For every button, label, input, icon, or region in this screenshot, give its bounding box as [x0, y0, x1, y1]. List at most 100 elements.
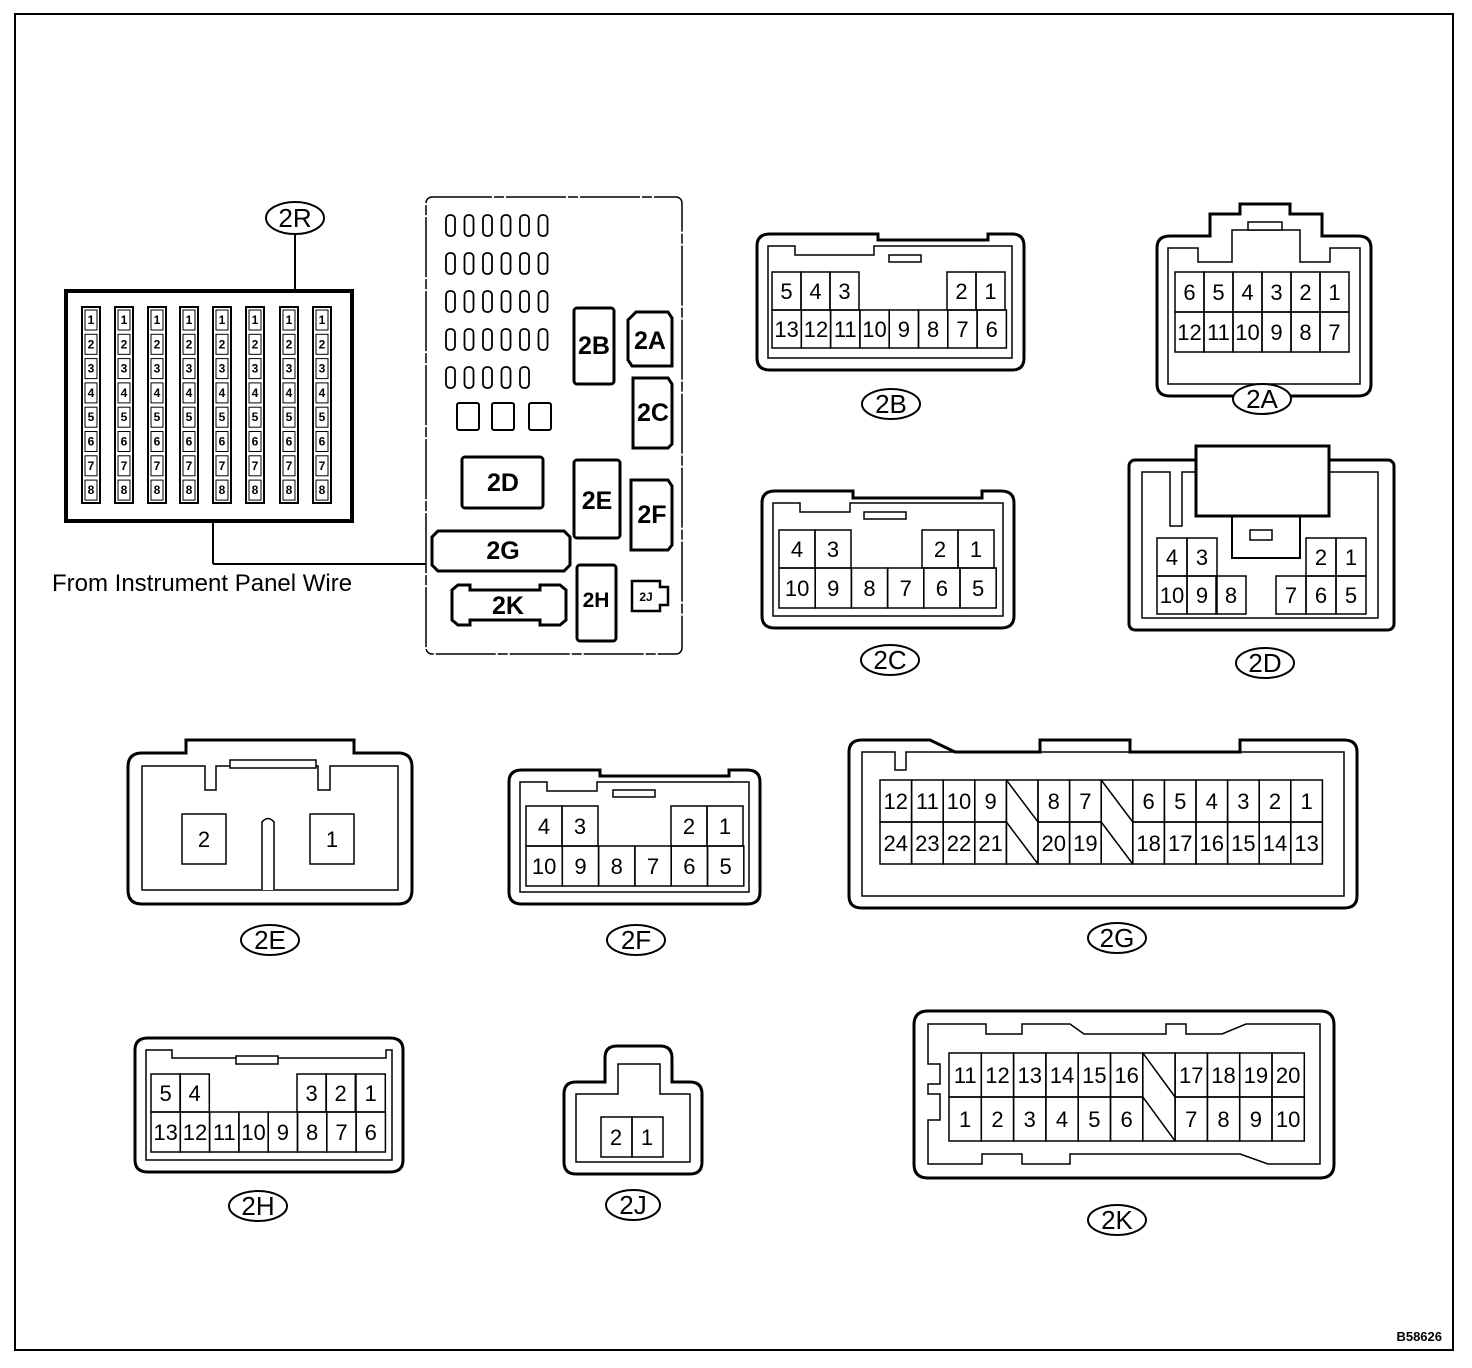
connector-2a-pin-label: 10: [1235, 320, 1259, 345]
connector-2g-label: 2G: [1100, 923, 1135, 953]
connector-2r-pin-label: 2: [219, 337, 226, 351]
connector-2e-latch: [229, 759, 317, 769]
connector-2r-pin: [182, 382, 196, 404]
connector-2r-body: [64, 289, 354, 523]
connector-2r-pin-label: 4: [319, 386, 326, 400]
caption-instrument-panel-wire: From Instrument Panel Wire: [52, 570, 352, 597]
connector-2r-pin: [282, 358, 296, 380]
connector-2r-column: [114, 306, 134, 504]
connector-2a-pin-label: 8: [1299, 320, 1311, 345]
connector-2f-pin-label: 2: [683, 814, 695, 839]
connector-2r-pin: [182, 431, 196, 452]
connector-2k-pin-label: 5: [1088, 1107, 1100, 1132]
connector-2r-pin-label: 5: [219, 410, 226, 424]
connector-2r: 2R 1234567812345678123456781234567812345…: [52, 201, 432, 597]
connector-2a-pin-label: 5: [1212, 280, 1224, 305]
connector-2g-pin-label: 2: [1269, 789, 1281, 814]
connector-2r-pin: [282, 382, 296, 404]
connector-2r-pin: [150, 358, 164, 380]
connector-2g-inner: [861, 751, 1345, 897]
fuse-slot: [482, 328, 493, 351]
connector-2r-pin-label: 3: [154, 362, 161, 376]
connector-2r-pin: [117, 431, 131, 452]
connector-2r-column: [147, 306, 167, 504]
connector-2b-pin-label: 7: [956, 317, 968, 342]
connector-2k-pin-label: 11: [954, 1063, 977, 1088]
connector-2k-pin-label: 9: [1250, 1107, 1262, 1132]
connector-2r-pin: [248, 431, 262, 452]
connector-2r-pin-label: 5: [121, 410, 128, 424]
fuse-slot: [519, 328, 530, 351]
connector-2r-pin-label: 3: [186, 362, 193, 376]
socket-2c: [631, 376, 674, 450]
connector-2a-pin-label: 4: [1241, 280, 1253, 305]
connector-2c-pin-label: 8: [863, 576, 875, 601]
fuse-slot: [500, 366, 512, 389]
connector-2f-pin-cell: [706, 845, 745, 887]
connector-2r-pin-label: 6: [252, 435, 259, 449]
connector-2b-pin-label: 8: [927, 317, 939, 342]
figure-code: B58626: [1396, 1329, 1442, 1344]
connector-2r-pin-label: 6: [154, 435, 161, 449]
connector-2r-pin-label: 7: [121, 459, 128, 473]
connector-2g-pin-label: 1: [1300, 789, 1312, 814]
connector-2b-pin-label: 4: [809, 279, 821, 304]
connector-2h-pin-label: 12: [183, 1120, 207, 1145]
connector-2d-lock-slot: [1249, 529, 1273, 541]
connector-2g-blank-mark: [1005, 779, 1039, 823]
junction-block: 2B 2A 2C 2D 2E 2F 2G 2H 2J 2K: [425, 196, 683, 655]
connector-2r-pin-label: 2: [319, 337, 326, 351]
connector-2r-column: [212, 306, 232, 504]
connector-2r-pin-label: 5: [88, 410, 95, 424]
connector-2c-pin-label: 6: [936, 576, 948, 601]
connector-2r-column: [179, 306, 199, 504]
connector-2e-pin-2: [181, 813, 227, 865]
connector-2g-pin-label: 23: [915, 831, 939, 856]
label-oval-2h: [228, 1190, 288, 1222]
connector-2g-pin-label: 24: [884, 831, 908, 856]
connector-2k-pin-cell: [1271, 1096, 1306, 1142]
connector-2r-pin-label: 1: [319, 313, 326, 327]
connector-2f-pin-label: 5: [720, 854, 732, 879]
connector-2r-pin-label: 3: [286, 362, 293, 376]
connector-2r-pin-label: 2: [88, 337, 95, 351]
connector-2r-pin-label: 8: [88, 483, 95, 497]
connector-2k-pin-label: 16: [1114, 1063, 1138, 1088]
connector-2g-pin-cell: [1290, 821, 1324, 865]
connector-2r-pin-label: 4: [121, 386, 128, 400]
connector-2k-blank-mark: [1142, 1052, 1176, 1098]
connector-2h-pin-label: 11: [213, 1120, 236, 1145]
connector-2g-pin-label: 4: [1206, 789, 1218, 814]
connector-2a-pin-label: 6: [1183, 280, 1195, 305]
connector-2r-pin: [215, 382, 229, 404]
connector-2h-pin-label: 13: [153, 1120, 177, 1145]
connector-2a-pin-label: 1: [1328, 280, 1340, 305]
connector-2r-pin-label: 1: [88, 313, 95, 327]
connector-2c-pin-cell: [959, 567, 997, 609]
connector-2k-pin-label: 1: [959, 1107, 971, 1132]
fuse-slot: [500, 290, 512, 313]
connector-2g-pin-label: 18: [1136, 831, 1160, 856]
connector-2r-pin-label: 3: [88, 362, 95, 376]
connector-2g-pin-label: 7: [1079, 789, 1091, 814]
connector-2r-pin: [248, 406, 262, 428]
connector-2b-label: 2B: [875, 389, 907, 419]
connector-2r-pin-label: 6: [286, 435, 293, 449]
relay-slot-2: [491, 402, 515, 431]
connector-2r-pin-label: 2: [252, 337, 259, 351]
connector-2d-pin-label: 1: [1345, 545, 1357, 570]
connector-2d-inner: [1141, 471, 1379, 619]
connector-2r-pin: [84, 309, 98, 331]
connector-2d-pin-label: 5: [1345, 583, 1357, 608]
connector-2d-pin-label: 2: [1315, 545, 1327, 570]
connector-2k-pin-label: 2: [991, 1107, 1003, 1132]
connector-2g-pin-label: 14: [1263, 831, 1287, 856]
